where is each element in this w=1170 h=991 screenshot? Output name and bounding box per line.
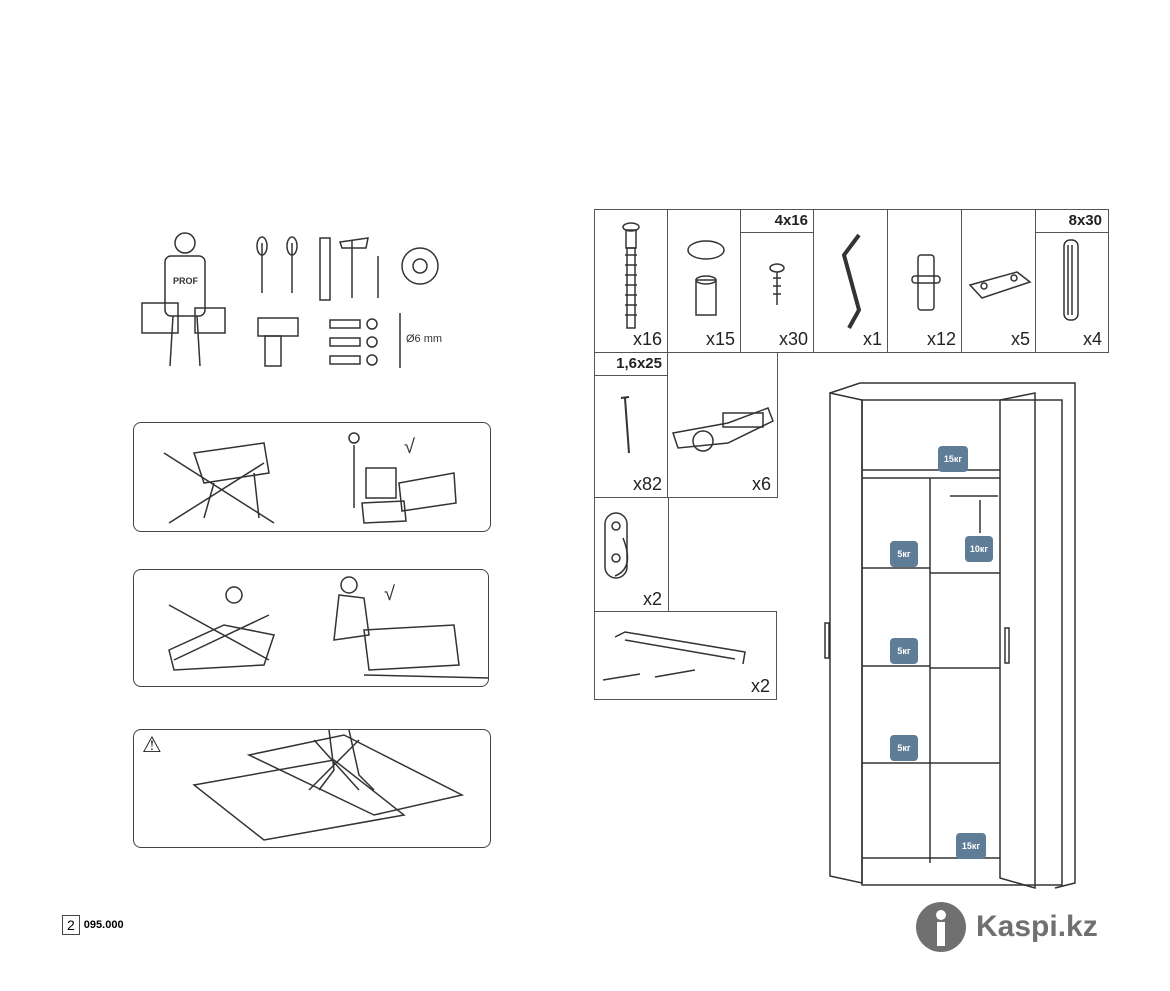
cap-text: PROF [173, 276, 199, 286]
check-mark: √ [404, 436, 415, 458]
hardware-handle: x2 [594, 611, 777, 700]
document-code: 095.000 [83, 919, 124, 931]
panel-use-correct-tools: √ [133, 569, 490, 687]
hardware-screw-short: 4x16 x30 [740, 209, 815, 353]
qty-label: x5 [1010, 329, 1030, 349]
panel-assemble-on-floor: √ [133, 422, 491, 532]
weight-badge: 10кг [965, 536, 993, 562]
weight-badge: 5кг [890, 735, 918, 761]
hardware-dowel: 8x30 x4 [1035, 209, 1109, 353]
brand-name: Kaspi.kz [976, 910, 1098, 943]
qty-label: x12 [926, 329, 956, 349]
hardware-hex-key: x1 [813, 209, 889, 353]
qty-label: x30 [778, 329, 808, 349]
hardware-shelf-pin: x12 [887, 209, 963, 353]
weight-badge: 15кг [938, 446, 968, 472]
hardware-hinge: x6 [667, 352, 778, 498]
page-number: 2 [62, 915, 80, 935]
wardrobe-load-diagram: 15кг 5кг 10кг 5кг 5кг 15кг [820, 378, 1085, 893]
weight-badge: 15кг [956, 833, 986, 859]
qty-label: x2 [642, 589, 662, 609]
page-footer: 2 095.000 [62, 915, 124, 935]
weight-badge: 5кг [890, 541, 918, 567]
qty-label: x15 [705, 329, 735, 349]
qty-label: x4 [1082, 329, 1102, 349]
warning-icon: ⚠ [142, 732, 162, 757]
hardware-cam-lock: x15 [667, 209, 742, 353]
hardware-screw-long: x16 [594, 209, 669, 353]
panel-do-not-step: ⚠ [133, 729, 491, 848]
size-label: 1,6x25 [595, 353, 668, 376]
weight-badge: 5кг [890, 638, 918, 664]
brand-watermark: Kaspi.kz [916, 902, 1098, 952]
hardware-connector-plate: x5 [961, 209, 1037, 353]
drill-bit-label: Ø6 mm [406, 333, 443, 345]
tools-illustration: PROF Ø6 mm [140, 228, 460, 373]
qty-label: x2 [750, 676, 770, 696]
kaspi-logo-icon [916, 902, 966, 952]
size-label: 4x16 [741, 210, 814, 233]
qty-label: x16 [632, 329, 662, 349]
hardware-nail: 1,6x25 x82 [594, 352, 669, 498]
hardware-rail-holder: x2 [594, 497, 669, 613]
qty-label: x6 [751, 474, 771, 494]
check-mark-2: √ [384, 583, 395, 605]
qty-label: x82 [632, 474, 662, 494]
qty-label: x1 [862, 329, 882, 349]
size-label: 8x30 [1036, 210, 1108, 233]
